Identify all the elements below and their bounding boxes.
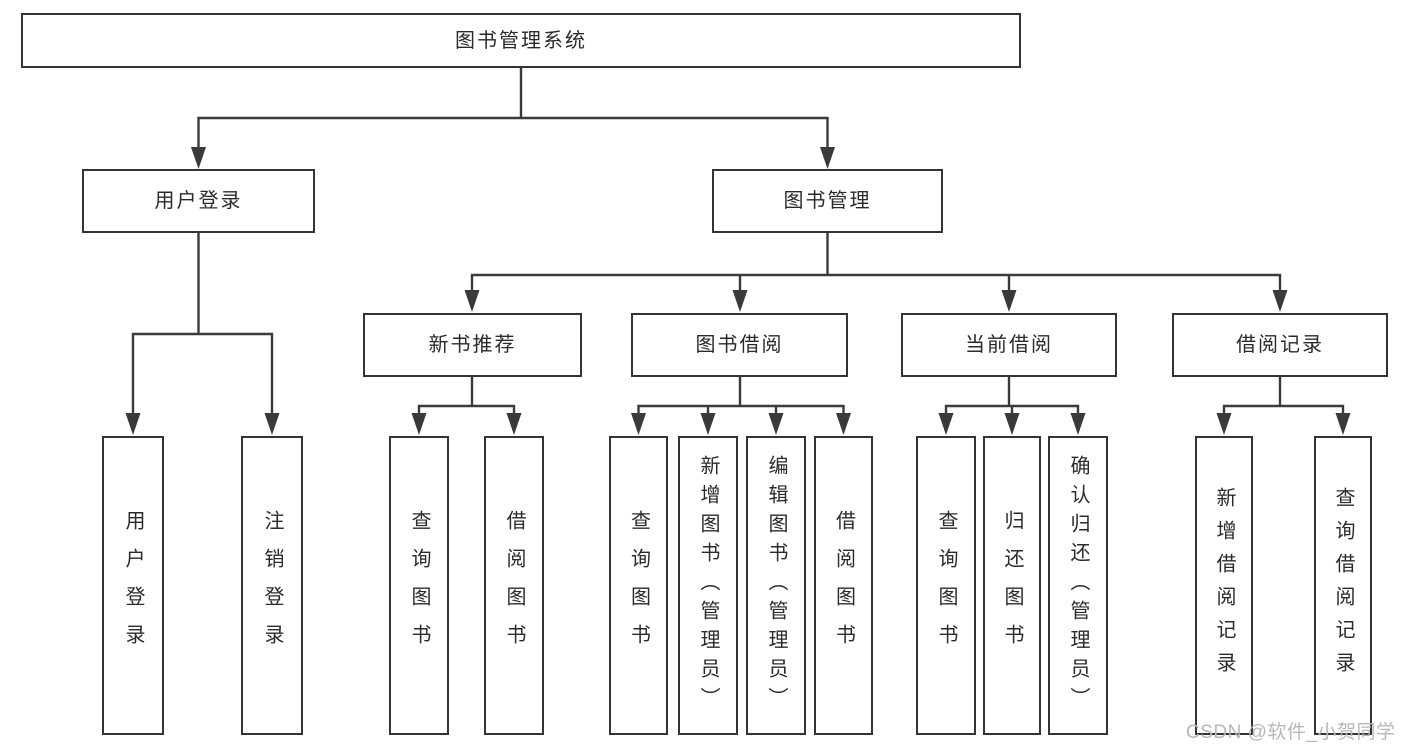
leaf-bb-add-books-admin: 新增图书（管理员） <box>678 436 738 735</box>
arrowhead <box>411 413 427 435</box>
arrowhead <box>1004 413 1020 435</box>
arrowhead <box>191 147 206 169</box>
connector-book-management-to-level3 <box>464 231 1288 312</box>
leaf-cb-return-books: 归还图书 <box>983 436 1041 735</box>
leaf-cb-query-books: 查询图书 <box>916 436 976 735</box>
leaf-nbr-query-books: 查询图书 <box>389 436 449 735</box>
arrowhead <box>820 147 835 169</box>
connector-borrowing-records-to-leaves <box>1216 375 1351 435</box>
node-user-login: 用户登录 <box>82 169 315 233</box>
connector-root-to-level2 <box>191 66 835 169</box>
arrowhead <box>264 413 280 435</box>
leaf-bb-borrow-books: 借阅图书 <box>814 436 873 735</box>
leaf-cb-confirm-return-admin: 确认归还（管理员） <box>1048 436 1108 735</box>
csdn-watermark: CSDN @软件_小贺同学 <box>1186 722 1396 743</box>
node-new-book-recommend: 新书推荐 <box>363 313 582 377</box>
node-borrowing-records: 借阅记录 <box>1172 313 1388 377</box>
connector-new-book-recommend-to-leaves <box>411 375 522 435</box>
arrowhead <box>1070 413 1086 435</box>
leaf-bb-edit-books-admin: 编辑图书（管理员） <box>746 436 806 735</box>
leaf-bb-query-books: 查询图书 <box>609 436 668 735</box>
leaf-logout: 注销登录 <box>241 436 303 735</box>
arrowhead <box>1272 290 1288 312</box>
arrowhead <box>1335 413 1351 435</box>
node-current-borrowing: 当前借阅 <box>901 313 1117 377</box>
arrowhead <box>464 290 480 312</box>
arrowhead <box>732 290 748 312</box>
arrowhead <box>836 413 851 435</box>
node-book-management: 图书管理 <box>712 169 943 233</box>
connector-book-borrowing-to-leaves <box>631 375 851 435</box>
arrowhead <box>631 413 646 435</box>
arrowhead <box>1216 413 1232 435</box>
connector-user-login-to-leaves <box>125 231 280 435</box>
node-root-system: 图书管理系统 <box>21 13 1021 68</box>
arrowhead <box>938 413 954 435</box>
arrowhead <box>768 413 784 435</box>
leaf-br-add-record: 新增借阅记录 <box>1195 436 1253 735</box>
arrowhead <box>506 413 522 435</box>
arrowhead <box>125 413 141 435</box>
connector-current-borrowing-to-leaves <box>938 375 1086 435</box>
leaf-nbr-borrow-books: 借阅图书 <box>484 436 544 735</box>
leaf-user-login: 用户登录 <box>102 436 164 735</box>
node-book-borrowing: 图书借阅 <box>631 313 848 377</box>
arrowhead <box>700 413 716 435</box>
arrowhead <box>1001 290 1017 312</box>
leaf-br-query-record: 查询借阅记录 <box>1314 436 1372 735</box>
